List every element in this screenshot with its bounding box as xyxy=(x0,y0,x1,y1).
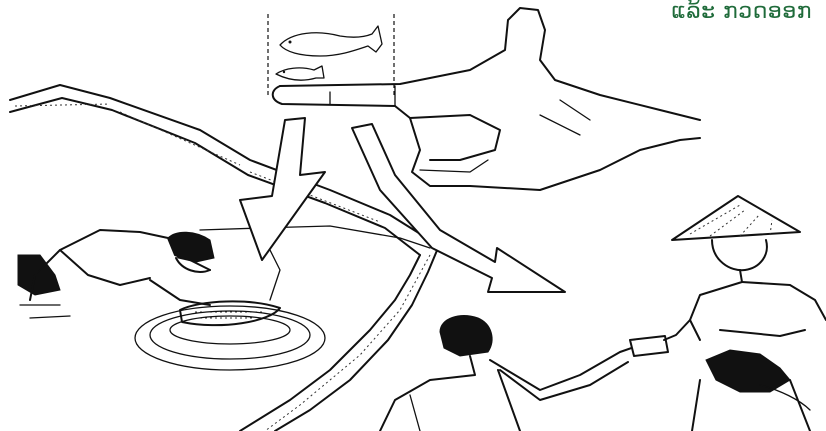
money-icon xyxy=(630,336,668,356)
seller-figure xyxy=(664,196,826,431)
arrow-icon xyxy=(240,118,325,260)
conical-hat-icon xyxy=(672,196,800,240)
fisherman-figure xyxy=(18,230,325,370)
buyer-figure xyxy=(380,316,640,431)
caption-text: ແລ້ະ ກວດອອກ xyxy=(671,0,812,24)
arrow-icon xyxy=(352,124,565,292)
